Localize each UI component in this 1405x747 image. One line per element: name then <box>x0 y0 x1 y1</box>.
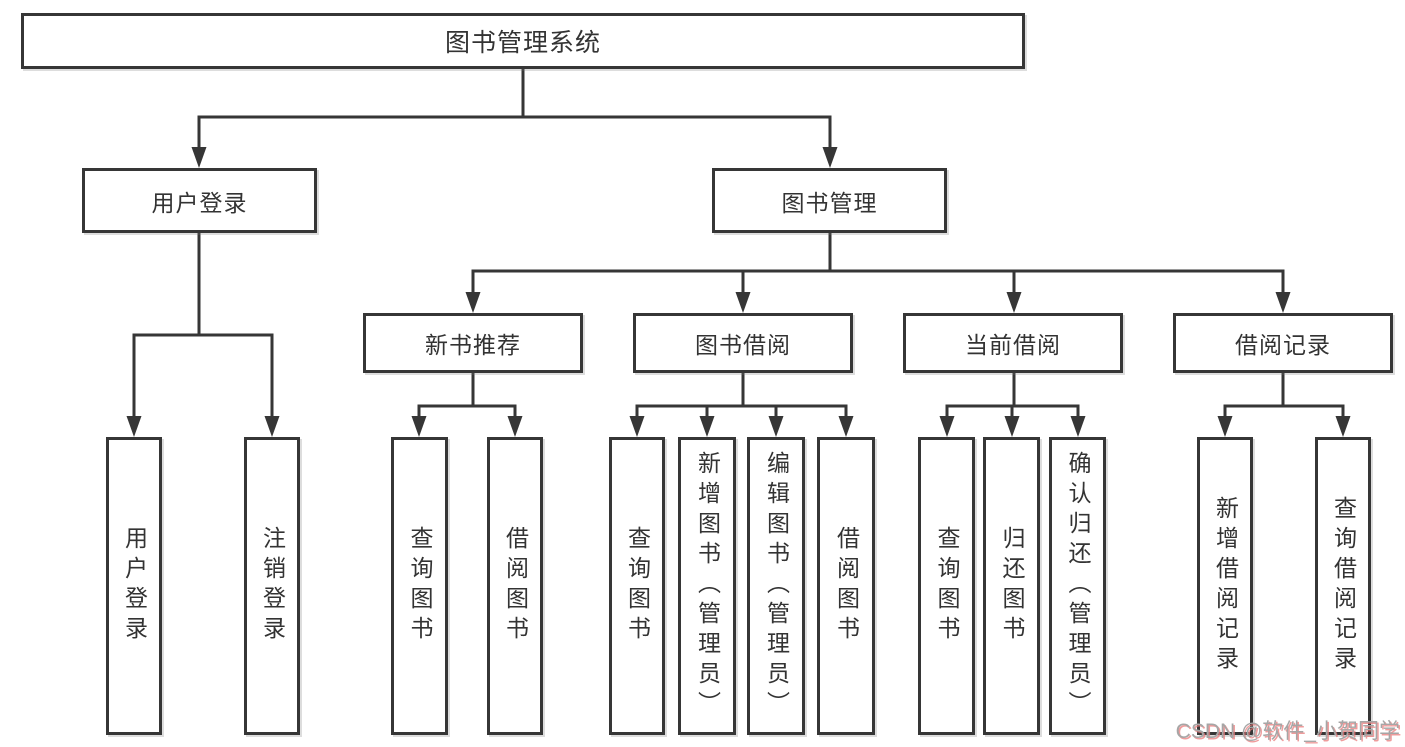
node-label: 新增借阅记录 <box>1212 496 1239 676</box>
node-label: 归还图书 <box>999 526 1025 646</box>
leaf-current-query-books: 查询图书 <box>918 437 975 735</box>
node-label: 新增图书（管理员） <box>694 451 721 721</box>
leaf-borrowing-borrow-books: 借阅图书 <box>817 437 875 735</box>
leaf-add-borrow-record: 新增借阅记录 <box>1197 437 1253 735</box>
csdn-watermark: CSDN @软件_小贺同学 <box>1175 720 1400 743</box>
node-label: 借阅图书 <box>833 526 860 646</box>
node-label: 借阅记录 <box>1235 332 1331 358</box>
node-label: 确认归还（管理员） <box>1065 451 1091 721</box>
node-user-login: 用户登录 <box>82 168 317 233</box>
node-book-borrowing: 图书借阅 <box>633 313 853 373</box>
leaf-edit-book-admin: 编辑图书（管理员） <box>747 437 805 735</box>
node-label: 用户登录 <box>121 526 148 646</box>
node-library-system: 图书管理系统 <box>21 13 1025 69</box>
leaf-recommend-borrow-books: 借阅图书 <box>487 437 543 735</box>
leaf-borrowing-query-books: 查询图书 <box>609 437 665 735</box>
leaf-confirm-return-admin: 确认归还（管理员） <box>1049 437 1106 735</box>
node-label: 新书推荐 <box>425 332 521 358</box>
leaf-logout: 注销登录 <box>244 437 300 735</box>
node-new-book-recommendation: 新书推荐 <box>363 313 583 373</box>
node-label: 编辑图书（管理员） <box>763 451 790 721</box>
node-label: 查询图书 <box>934 526 960 646</box>
node-book-management: 图书管理 <box>712 168 947 233</box>
node-label: 查询借阅记录 <box>1330 496 1357 676</box>
node-current-borrowing: 当前借阅 <box>903 313 1123 373</box>
node-label: 用户登录 <box>151 189 248 216</box>
node-label: 查询图书 <box>407 526 433 646</box>
leaf-query-borrow-record: 查询借阅记录 <box>1315 437 1371 735</box>
leaf-recommend-query-books: 查询图书 <box>391 437 448 735</box>
node-label: 图书管理 <box>781 189 878 216</box>
node-borrowing-records: 借阅记录 <box>1173 313 1393 373</box>
node-label: 图书借阅 <box>695 332 791 358</box>
node-label: 图书管理系统 <box>444 29 601 57</box>
node-label: 当前借阅 <box>965 332 1061 358</box>
leaf-return-books: 归还图书 <box>983 437 1040 735</box>
leaf-user-login: 用户登录 <box>106 437 162 735</box>
leaf-add-book-admin: 新增图书（管理员） <box>678 437 736 735</box>
node-label: 借阅图书 <box>502 526 529 646</box>
node-label: 查询图书 <box>624 526 651 646</box>
node-label: 注销登录 <box>259 526 286 646</box>
